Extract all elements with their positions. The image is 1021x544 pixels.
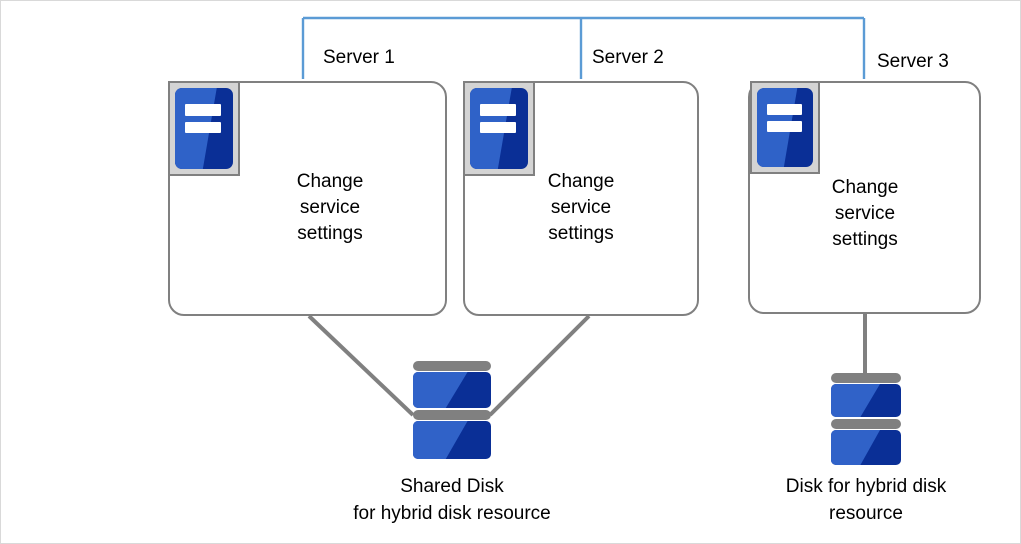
disk-platter-top — [831, 373, 901, 383]
server-icon-bar-bottom — [480, 122, 517, 134]
connector-server1-to-shared-disk — [307, 314, 415, 417]
disk-band-lower — [831, 430, 901, 465]
server-body-label-server-3: Change service settings — [831, 177, 899, 250]
bracket-label-server-3: Server 3 — [877, 51, 949, 72]
server-icon-bar-bottom — [767, 121, 802, 133]
server-icon-bar-top — [480, 104, 517, 116]
disk-connectors — [307, 314, 867, 417]
server-icon-chassis — [470, 88, 528, 169]
server-icon-chassis — [175, 88, 233, 169]
disk-band-lower — [413, 421, 491, 459]
server-body-label-server-2: Change service settings — [547, 171, 615, 244]
bracket-label-server-1: Server 1 — [323, 47, 395, 68]
server-icon-server-1 — [168, 81, 240, 176]
disk-platter-top — [413, 361, 491, 371]
connector-server2-to-shared-disk — [488, 314, 591, 417]
disk-band-highlight — [413, 372, 468, 408]
server-group-bracket — [301, 16, 866, 79]
disk-band-upper — [413, 372, 491, 408]
server-icon-bar-top — [767, 103, 802, 115]
disk-band-highlight — [831, 430, 880, 465]
disk-caption-shared-disk: Shared Disk for hybrid disk resource — [353, 476, 551, 524]
server-box-server-1[interactable] — [168, 81, 447, 316]
disk-band-upper — [831, 384, 901, 417]
bracket-label-server-2: Server 2 — [592, 47, 664, 68]
server-body-label-server-1: Change service settings — [296, 171, 364, 244]
server-icon-bar-top — [185, 104, 222, 116]
disk-band-highlight — [831, 384, 880, 417]
server-icon-server-3 — [750, 81, 820, 174]
disk-band-highlight — [413, 421, 468, 459]
server-icon-server-2 — [463, 81, 535, 176]
server-icon-chassis — [757, 88, 813, 167]
disk-caption-hybrid-disk: Disk for hybrid disk resource — [785, 476, 947, 524]
disk-platter-middle — [413, 410, 491, 420]
disk-icon-shared-disk[interactable] — [413, 361, 491, 463]
disk-icon-hybrid-disk[interactable] — [831, 373, 901, 465]
server-icon-bar-bottom — [185, 122, 222, 134]
disk-platter-middle — [831, 419, 901, 429]
